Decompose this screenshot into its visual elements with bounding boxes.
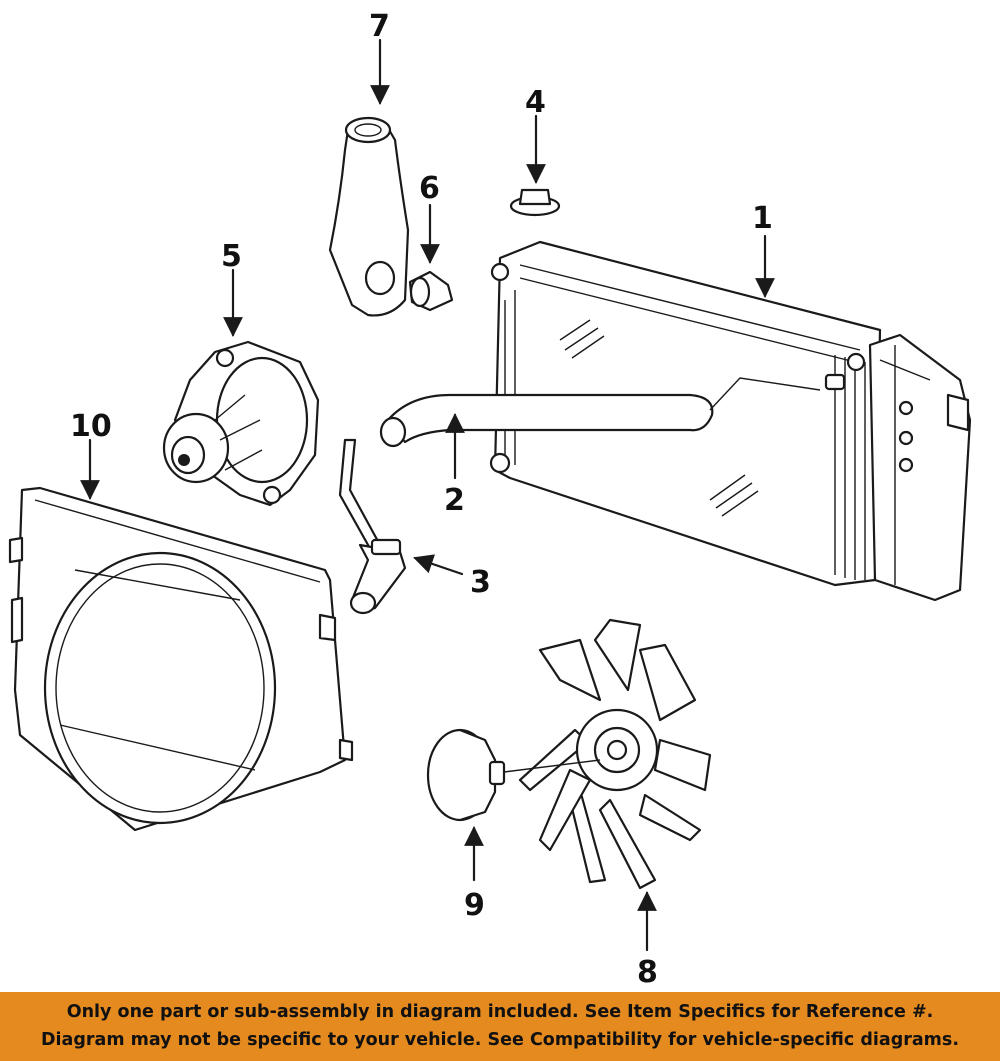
- callout-2: 2: [444, 483, 465, 518]
- disclaimer-line-2: Diagram may not be specific to your vehi…: [41, 1030, 959, 1050]
- water-pump: [162, 268, 320, 507]
- callout-6: 6: [419, 171, 440, 206]
- disclaimer-banner: Only one part or sub-assembly in diagram…: [0, 992, 1000, 1061]
- callout-5: 5: [221, 239, 242, 274]
- water-outlet-housing: [328, 38, 410, 317]
- radiator-cap: [509, 114, 561, 217]
- disclaimer-line-1: Only one part or sub-assembly in diagram…: [66, 1002, 934, 1022]
- bypass-hose: [338, 438, 464, 615]
- thermostat: [408, 203, 454, 312]
- leader-line-3: [413, 554, 464, 576]
- callout-8: 8: [637, 955, 658, 990]
- cooling-system-parts-diagram: 1 2 3 4 5 6 7 8 9 10: [8, 9, 972, 990]
- callout-7: 7: [369, 9, 390, 44]
- callout-4: 4: [525, 85, 546, 120]
- cooling-fan: [518, 618, 712, 952]
- fan-shroud: [8, 438, 354, 832]
- callout-9: 9: [464, 888, 485, 923]
- fan-clutch: [426, 728, 601, 882]
- callout-3: 3: [470, 565, 491, 600]
- upper-radiator-hose: [379, 377, 821, 480]
- callout-1: 1: [752, 201, 773, 236]
- callout-10: 10: [70, 409, 112, 444]
